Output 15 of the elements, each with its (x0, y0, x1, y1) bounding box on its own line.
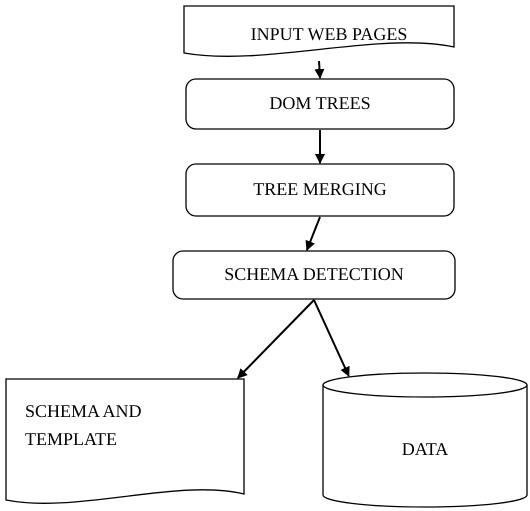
node-label: DOM TREES (269, 92, 371, 116)
arrow (314, 60, 324, 79)
process-box (172, 250, 456, 300)
node-label: SCHEMA DETECTION (224, 263, 404, 286)
process-box (185, 163, 455, 217)
database-cylinder (322, 372, 528, 508)
process-box (185, 78, 455, 130)
node-label: DATA (402, 438, 448, 462)
node-label: SCHEMA AND TEMPLATE (25, 400, 143, 451)
arrow (315, 130, 325, 164)
node-label: TREE MERGING (253, 178, 387, 202)
node-label: INPUT WEB PAGES (250, 23, 408, 46)
arrow (313, 300, 350, 377)
arrow (237, 299, 315, 379)
arrow (306, 216, 321, 251)
